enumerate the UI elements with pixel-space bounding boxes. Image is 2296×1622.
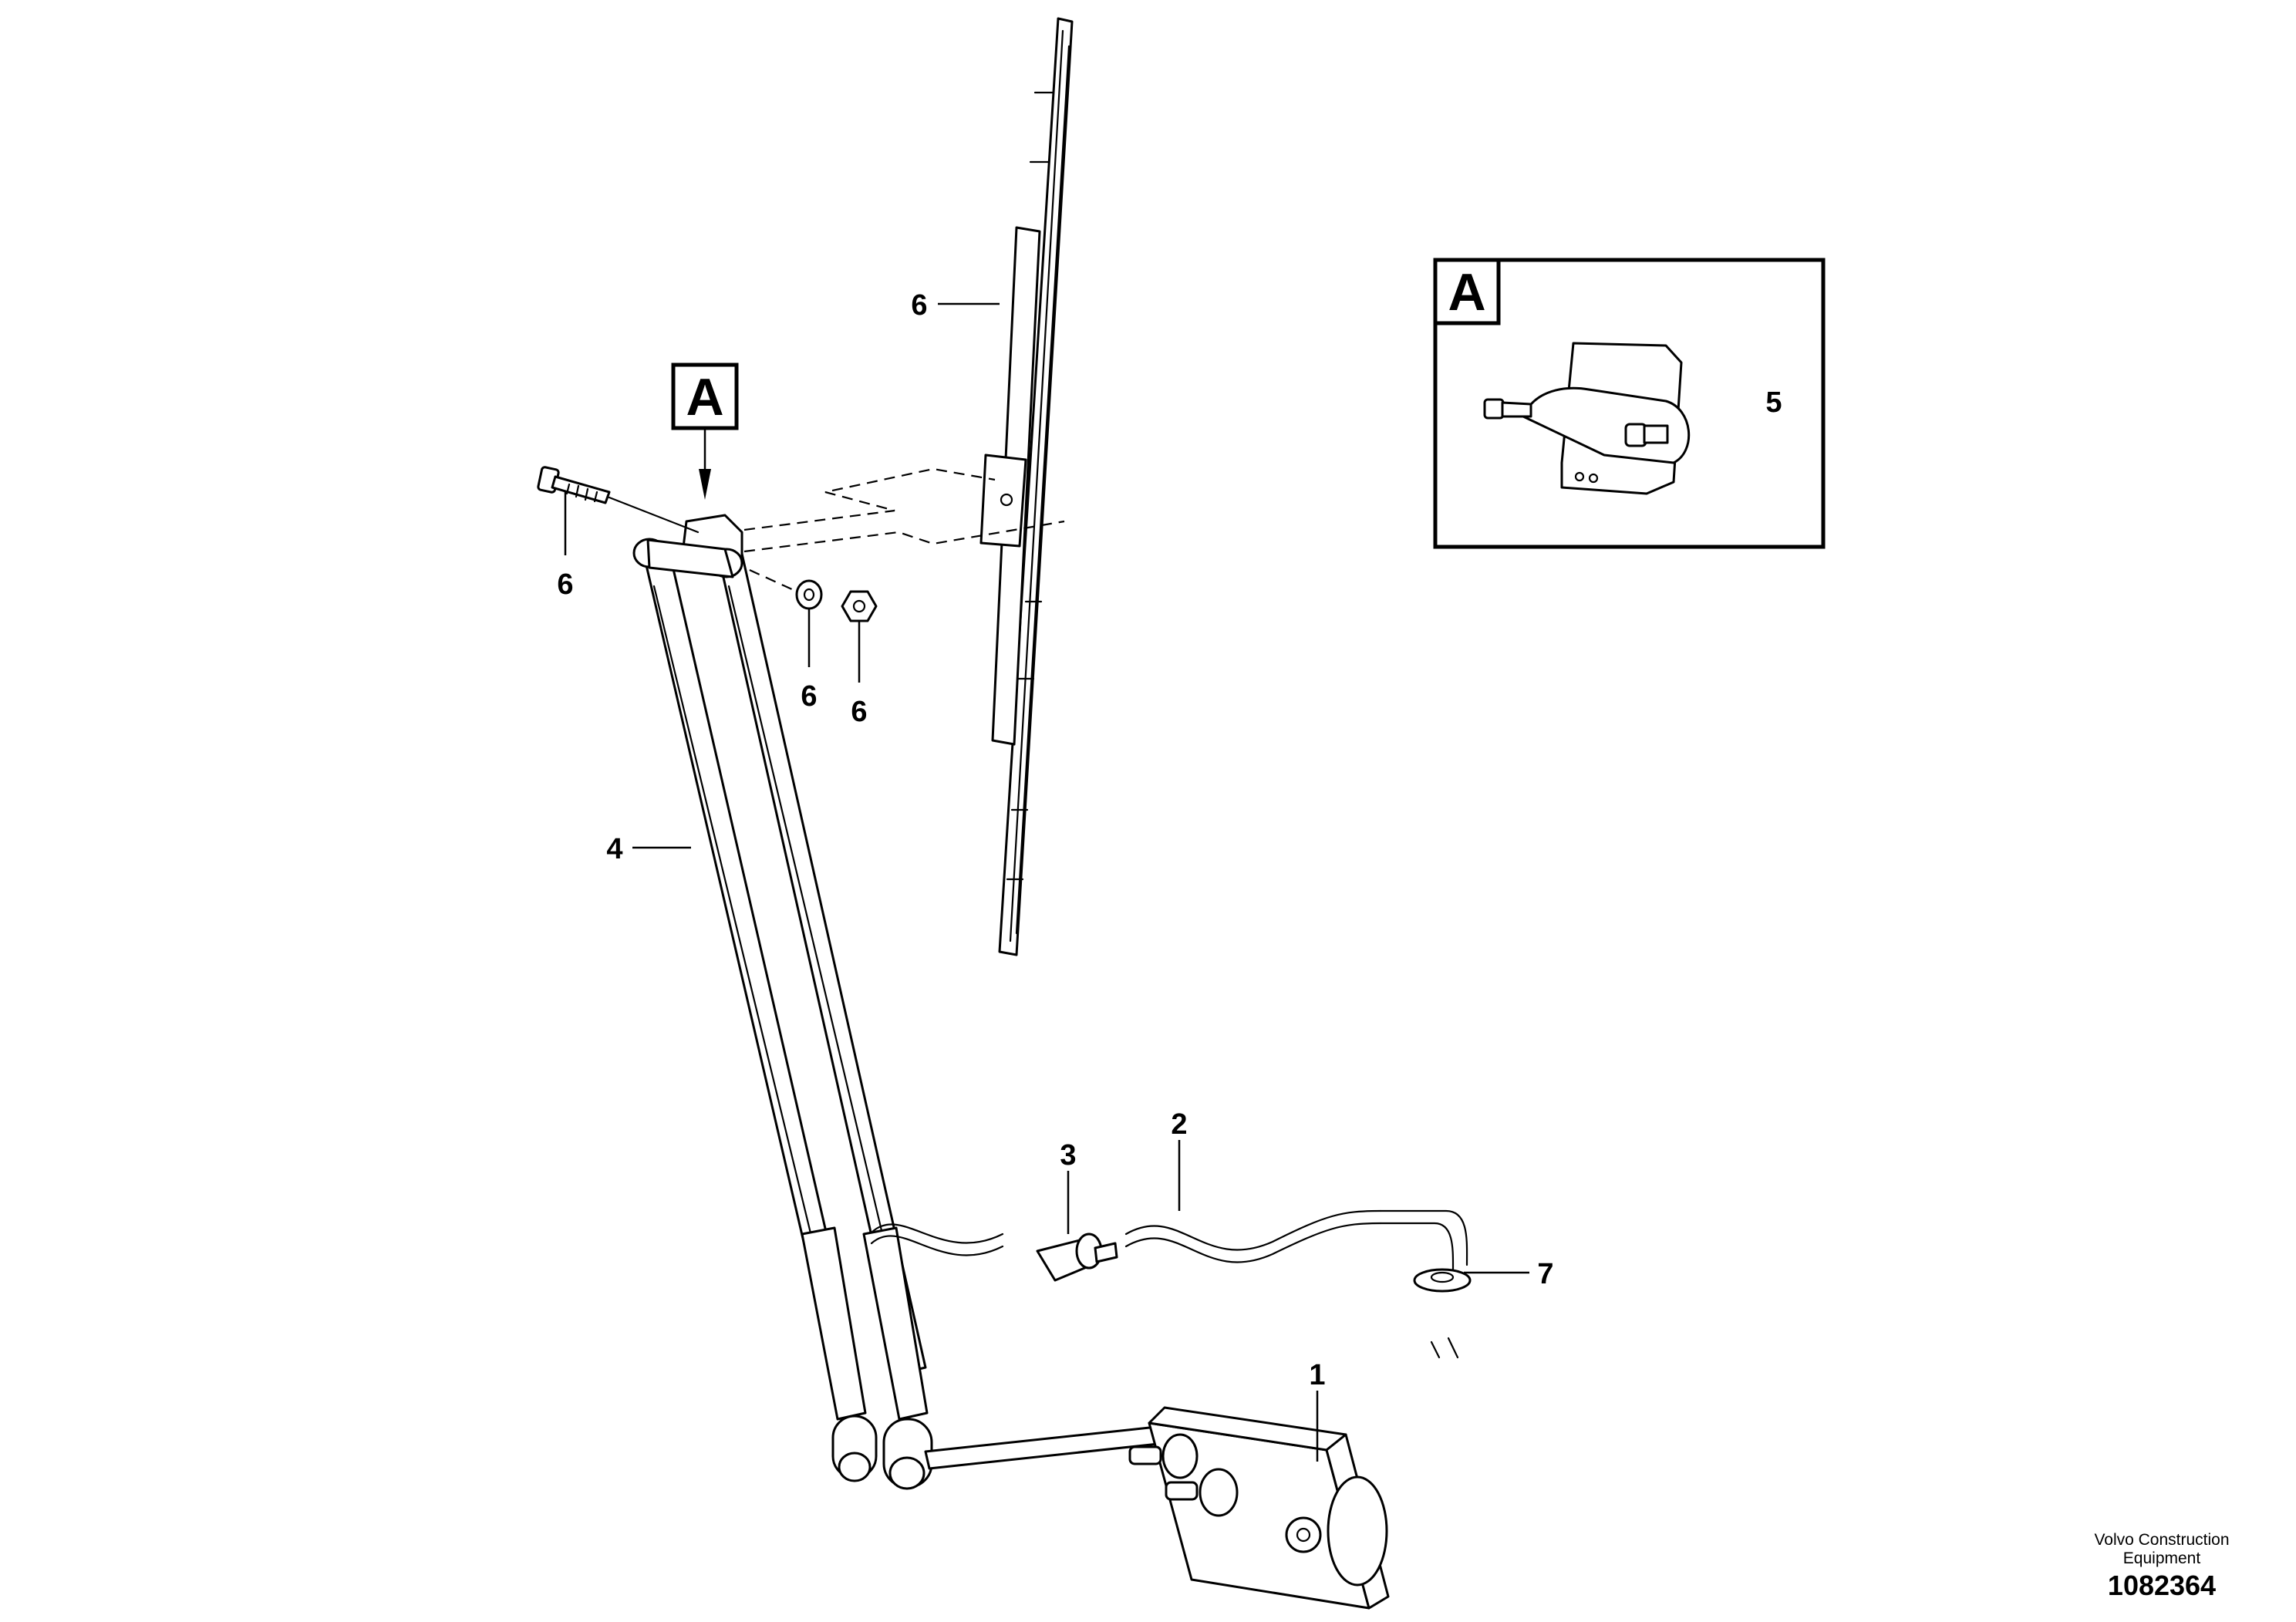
washer bbox=[795, 579, 823, 610]
grommet bbox=[1413, 1268, 1472, 1293]
bracket-part bbox=[1483, 342, 1691, 495]
callout-blade: 6 bbox=[911, 289, 927, 322]
footer-figure-number: 1082364 bbox=[2108, 1570, 2216, 1601]
callouts: 6 6 6 6 4 2 3 7 1 5 bbox=[557, 289, 1782, 1391]
detail-marker: A bbox=[671, 363, 739, 500]
footer-company: Volvo Construction bbox=[2094, 1531, 2229, 1549]
footer: Volvo Construction Equipment 1082364 bbox=[2094, 1531, 2229, 1601]
bolt bbox=[537, 466, 700, 534]
wiper-arm bbox=[632, 514, 1160, 1490]
detail-marker-letter: A bbox=[686, 368, 723, 427]
detail-view-letter: A bbox=[1448, 263, 1485, 322]
projection-lines bbox=[716, 467, 1065, 595]
wiper-motor bbox=[1128, 1406, 1390, 1610]
nut bbox=[841, 590, 878, 622]
washer-nozzle bbox=[1036, 1233, 1118, 1282]
callout-hose: 2 bbox=[1171, 1108, 1187, 1141]
callout-nozzle: 3 bbox=[1060, 1139, 1076, 1172]
wiper-blade bbox=[979, 17, 1074, 956]
callout-nut: 6 bbox=[851, 696, 867, 728]
callout-washer: 6 bbox=[801, 680, 817, 713]
callout-arm: 4 bbox=[606, 833, 622, 865]
callout-grommet: 7 bbox=[1537, 1258, 1553, 1290]
footer-company-line2: Equipment bbox=[2123, 1549, 2201, 1567]
callout-motor: 1 bbox=[1309, 1359, 1325, 1391]
callout-bolt: 6 bbox=[557, 568, 573, 601]
detail-view-box: A bbox=[1433, 258, 1826, 549]
callout-detail-part: 5 bbox=[1765, 386, 1782, 419]
washer-hose bbox=[870, 1209, 1468, 1359]
